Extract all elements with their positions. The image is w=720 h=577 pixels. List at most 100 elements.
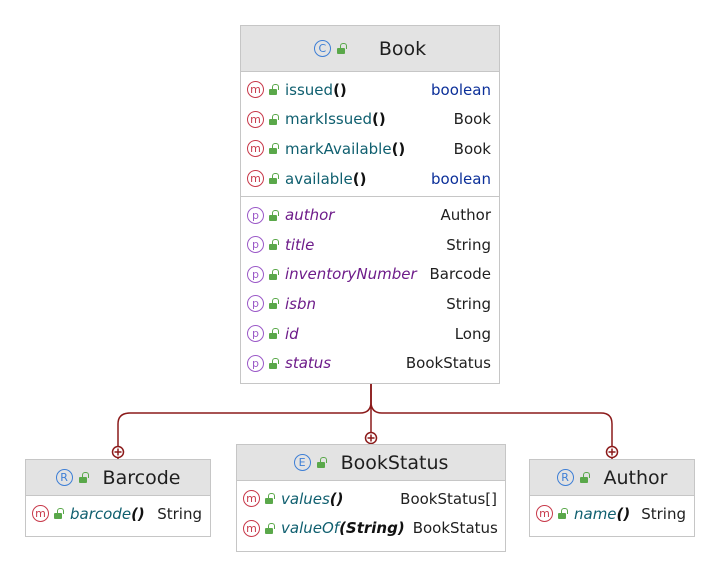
class-name: Book [378, 37, 427, 60]
property-name: title [285, 235, 315, 254]
property-name: status [285, 354, 332, 373]
nested-marker-author [605, 445, 619, 459]
method-name: markAvailable() [285, 139, 406, 158]
property-row[interactable]: p inventoryNumber Barcode [241, 260, 499, 290]
property-name: author [285, 206, 335, 225]
return-type: Book [453, 139, 491, 158]
method-row[interactable]: m issued() boolean [241, 75, 499, 105]
class-box-book[interactable]: C Book m issued() boolean m markIssued()… [240, 25, 500, 384]
method-name: available() [285, 169, 367, 188]
method-row[interactable]: m valueOf(String) BookStatus [237, 514, 505, 544]
methods-section: m barcode() String [26, 496, 210, 532]
method-name: name() [574, 504, 631, 523]
property-name: id [285, 324, 299, 343]
return-type: boolean [431, 80, 491, 99]
class-name: Barcode [102, 466, 181, 489]
method-icon: m [247, 170, 264, 188]
public-lock-icon [265, 493, 275, 505]
method-name: barcode() [70, 504, 145, 523]
public-lock-icon [269, 84, 279, 96]
method-row[interactable]: m barcode() String [26, 499, 210, 529]
property-type: Barcode [429, 265, 492, 284]
method-name: valueOf(String) [281, 519, 405, 538]
method-row[interactable]: m available() boolean [241, 164, 499, 194]
public-lock-icon [269, 173, 279, 185]
class-name: Author [603, 466, 668, 489]
class-box-bookstatus[interactable]: E BookStatus m values() BookStatus[] m v… [236, 444, 506, 552]
public-lock-icon [579, 472, 590, 483]
method-icon: m [247, 140, 264, 158]
method-icon: m [536, 505, 553, 523]
method-name: values() [281, 489, 344, 508]
class-box-author[interactable]: R Author m name() String [529, 459, 695, 537]
return-type: BookStatus [412, 519, 498, 538]
methods-section: m issued() boolean m markIssued() Book m… [241, 72, 499, 196]
public-lock-icon [269, 209, 279, 221]
method-icon: m [247, 81, 264, 99]
class-header-barcode: R Barcode [26, 460, 210, 496]
method-row[interactable]: m markIssued() Book [241, 105, 499, 135]
property-icon: p [247, 325, 264, 343]
public-lock-icon [54, 508, 64, 520]
property-name: isbn [285, 294, 317, 313]
record-icon: R [55, 469, 73, 486]
property-row[interactable]: p title String [241, 230, 499, 260]
public-lock-icon [269, 143, 279, 155]
class-name: BookStatus [340, 451, 449, 474]
method-row[interactable]: m markAvailable() Book [241, 134, 499, 164]
public-lock-icon [269, 357, 279, 369]
nested-marker-barcode [111, 445, 125, 459]
return-type: boolean [431, 169, 491, 188]
public-lock-icon [269, 298, 279, 310]
property-icon: p [247, 354, 264, 372]
public-lock-icon [336, 43, 347, 54]
return-type: String [641, 504, 686, 523]
methods-section: m values() BookStatus[] m valueOf(String… [237, 481, 505, 546]
property-row[interactable]: p isbn String [241, 289, 499, 319]
public-lock-icon [316, 457, 327, 468]
class-header-author: R Author [530, 460, 694, 496]
method-icon: m [243, 490, 260, 508]
property-icon: p [247, 265, 264, 283]
record-icon: R [556, 469, 574, 486]
method-name: issued() [285, 80, 347, 99]
enum-icon: E [293, 454, 311, 471]
property-type: BookStatus [405, 354, 491, 373]
method-row[interactable]: m values() BookStatus[] [237, 484, 505, 514]
method-icon: m [247, 110, 264, 128]
class-icon: C [313, 40, 331, 57]
class-header-book: C Book [241, 26, 499, 72]
property-icon: p [247, 295, 264, 313]
public-lock-icon [269, 268, 279, 280]
property-name: inventoryNumber [285, 265, 417, 284]
class-box-barcode[interactable]: R Barcode m barcode() String [25, 459, 211, 537]
property-icon: p [247, 236, 264, 254]
method-row[interactable]: m name() String [530, 499, 694, 529]
property-type: String [446, 294, 491, 313]
public-lock-icon [269, 239, 279, 251]
public-lock-icon [78, 472, 89, 483]
property-type: String [446, 235, 491, 254]
property-type: Author [440, 206, 491, 225]
method-icon: m [243, 519, 260, 537]
method-icon: m [32, 505, 49, 523]
return-type: BookStatus[] [400, 489, 497, 508]
public-lock-icon [269, 113, 279, 125]
property-row[interactable]: p status BookStatus [241, 348, 499, 378]
method-name: markIssued() [285, 110, 386, 129]
property-row[interactable]: p id Long [241, 319, 499, 349]
properties-section: p author Author p title String p invento… [241, 196, 499, 381]
return-type: String [157, 504, 202, 523]
nested-marker-bookstatus [364, 431, 378, 445]
class-header-bookstatus: E BookStatus [237, 445, 505, 481]
property-row[interactable]: p author Author [241, 200, 499, 230]
public-lock-icon [265, 522, 275, 534]
public-lock-icon [558, 508, 568, 520]
public-lock-icon [269, 328, 279, 340]
return-type: Book [453, 110, 491, 129]
connector-book-author [370, 384, 613, 459]
property-type: Long [454, 324, 491, 343]
methods-section: m name() String [530, 496, 694, 532]
